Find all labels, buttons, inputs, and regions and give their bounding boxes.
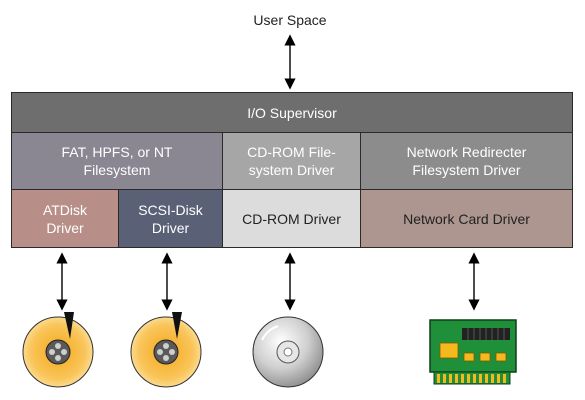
cdrom-filesystem-block: CD-ROM File- system Driver xyxy=(222,132,361,190)
cdrom-driver-label: CD-ROM Driver xyxy=(242,210,341,227)
atdisk-driver-label: ATDisk Driver xyxy=(42,201,88,236)
cdrom-driver-block: CD-ROM Driver xyxy=(222,189,361,248)
network-redirector-label: Network Redirecter Filesystem Driver xyxy=(406,144,527,178)
hard-disk-icon xyxy=(130,312,202,388)
network-card-driver-label: Network Card Driver xyxy=(403,210,530,227)
io-supervisor-label: I/O Supervisor xyxy=(247,104,337,121)
atdisk-driver-block: ATDisk Driver xyxy=(11,189,119,248)
network-redirector-block: Network Redirecter Filesystem Driver xyxy=(360,132,573,190)
fat-filesystem-block: FAT, HPFS, or NT Filesystem xyxy=(11,132,223,190)
scsi-disk-driver-label: SCSI-Disk Driver xyxy=(138,201,203,236)
network-card-driver-block: Network Card Driver xyxy=(360,189,573,248)
network-card-icon xyxy=(429,319,517,385)
scsi-disk-driver-block: SCSI-Disk Driver xyxy=(118,189,223,248)
hard-disk-icon xyxy=(22,312,94,388)
cdrom-filesystem-label: CD-ROM File- system Driver xyxy=(247,144,336,178)
user-space-label: User Space xyxy=(253,12,327,28)
cd-rom-icon xyxy=(252,316,324,388)
fat-filesystem-label: FAT, HPFS, or NT Filesystem xyxy=(61,144,173,178)
